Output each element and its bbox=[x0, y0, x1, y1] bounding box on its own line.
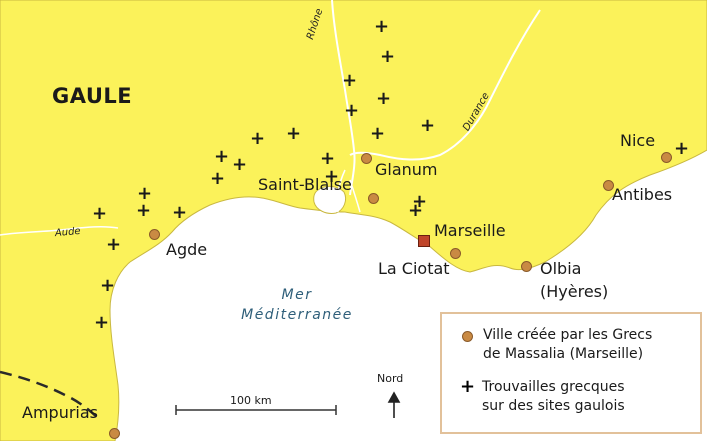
north-label: Nord bbox=[377, 372, 404, 385]
sea-label: Mer Méditerranée bbox=[222, 286, 372, 325]
find-marker: + bbox=[380, 46, 396, 67]
city-marker-olbia bbox=[521, 261, 532, 272]
river-durance bbox=[349, 9, 541, 161]
find-marker: + bbox=[214, 146, 230, 167]
find-marker: + bbox=[94, 312, 110, 333]
city-label-saint-blaise: Saint-Blaise bbox=[258, 175, 352, 194]
find-marker: + bbox=[232, 154, 248, 175]
find-marker: + bbox=[210, 168, 226, 189]
river-aude bbox=[0, 226, 119, 236]
city-marker-antibes bbox=[603, 180, 614, 191]
find-marker: + bbox=[412, 191, 428, 212]
city-label-glanum: Glanum bbox=[375, 160, 438, 179]
circle-dot-icon bbox=[462, 331, 473, 342]
city-label-marseille: Marseille bbox=[434, 221, 506, 240]
city-marker-la-ciotat bbox=[450, 248, 461, 259]
find-marker: + bbox=[370, 123, 386, 144]
legend-item-greek-city: Ville créée par les Grecs de Massalia (M… bbox=[460, 326, 652, 364]
city-label-la-ciotat: La Ciotat bbox=[378, 259, 450, 278]
city-marker-glanum bbox=[361, 153, 372, 164]
find-marker: + bbox=[420, 115, 436, 136]
plus-icon: + bbox=[460, 376, 476, 397]
find-marker: + bbox=[137, 183, 153, 204]
river-rhone-delta bbox=[336, 169, 361, 213]
find-marker: + bbox=[374, 16, 390, 37]
legend-greek-city-line2: de Massalia (Marseille) bbox=[483, 345, 644, 362]
city-marker-marseille bbox=[418, 235, 430, 247]
legend-finds-line2: sur des sites gaulois bbox=[482, 397, 625, 414]
city-marker-agde bbox=[149, 229, 160, 240]
find-marker: + bbox=[320, 148, 336, 169]
find-marker: + bbox=[106, 234, 122, 255]
find-marker: + bbox=[172, 202, 188, 223]
city-label-olbia: Olbia bbox=[540, 259, 582, 278]
legend-finds-line1: Trouvailles grecques bbox=[482, 379, 625, 395]
find-marker: + bbox=[674, 138, 690, 159]
city-label-antibes: Antibes bbox=[612, 185, 673, 204]
city-marker-nice bbox=[661, 152, 672, 163]
legend-box: Ville créée par les Grecs de Massalia (M… bbox=[440, 312, 702, 434]
find-marker: + bbox=[344, 100, 360, 121]
city-marker-saint-blaise bbox=[368, 193, 379, 204]
city-label-nice: Nice bbox=[620, 131, 656, 150]
find-marker: + bbox=[342, 70, 358, 91]
city-label-ampurias: Ampurias bbox=[22, 403, 98, 422]
find-marker: + bbox=[286, 123, 302, 144]
find-marker: + bbox=[376, 88, 392, 109]
find-marker: + bbox=[92, 203, 108, 224]
sea-label-line2: Méditerranée bbox=[241, 306, 353, 323]
city-marker-ampurias bbox=[109, 428, 120, 439]
find-marker: + bbox=[250, 128, 266, 149]
city-label-agde: Agde bbox=[166, 240, 208, 259]
river-rhone bbox=[331, 0, 356, 196]
scale-label: 100 km bbox=[230, 394, 272, 407]
find-marker: + bbox=[136, 200, 152, 221]
find-marker: + bbox=[408, 200, 424, 221]
legend-greek-city-line1: Ville créée par les Grecs bbox=[483, 327, 653, 343]
frontier-line bbox=[0, 370, 101, 421]
sea-label-line1: Mer bbox=[281, 287, 313, 303]
region-label-gaule: GAULE bbox=[52, 84, 133, 108]
find-marker: + bbox=[324, 166, 340, 187]
find-marker: + bbox=[100, 275, 116, 296]
legend-item-finds: + Trouvailles grecques sur des sites gau… bbox=[460, 378, 625, 416]
city-label-olbia-hyeres: (Hyères) bbox=[540, 282, 609, 301]
